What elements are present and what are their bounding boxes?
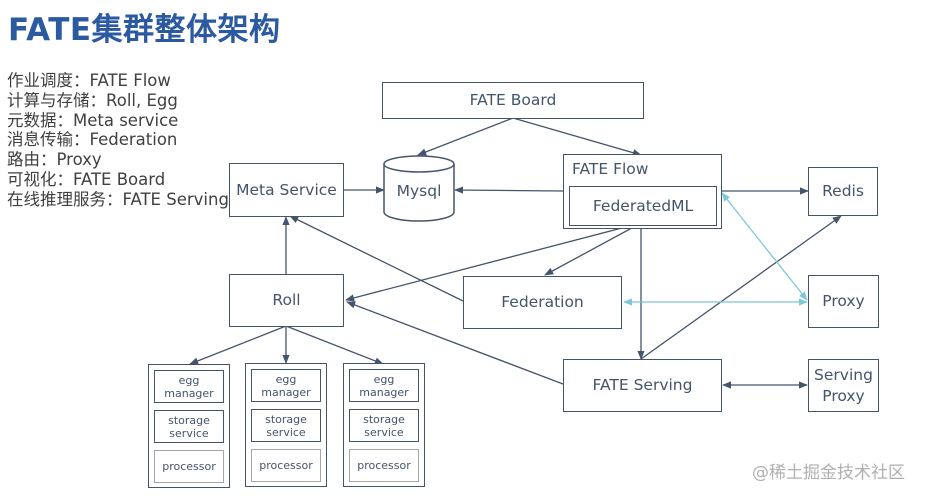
legend-item: 计算与存储：Roll, Egg — [7, 90, 178, 110]
legend-item: 元数据：Meta service — [7, 110, 179, 130]
node-redis[interactable]: Redis — [808, 167, 878, 216]
legend: 作业调度：FATE Flow 计算与存储：Roll, Egg 元数据：Meta … — [7, 71, 229, 210]
node-label: Proxy — [822, 292, 865, 310]
edge-flow-mysql — [454, 186, 564, 194]
edge-roll-egg3 — [285, 325, 384, 365]
node-label: FederatedML — [592, 196, 694, 215]
edge-fml-roll — [345, 222, 642, 302]
node-fate-flow[interactable]: FATE Flow FederatedML — [563, 154, 722, 229]
legend-item: 可视化：FATE Board — [7, 169, 166, 189]
edge-proxy-fml — [721, 192, 808, 301]
node-mysql[interactable]: Mysql — [382, 154, 456, 224]
egg-manager: egg manager — [349, 369, 419, 402]
node-federation[interactable]: Federation — [463, 276, 622, 329]
storage-service: storage service — [154, 410, 224, 443]
node-meta-service[interactable]: Meta Service — [229, 163, 344, 217]
edge-serving-roll — [346, 301, 564, 385]
node-serving-proxy[interactable]: Serving Proxy — [808, 359, 879, 412]
node-label: Serving Proxy — [814, 365, 873, 405]
node-label: FATE Board — [469, 91, 557, 109]
database-icon — [383, 155, 455, 222]
legend-item: 消息传输：Federation — [7, 130, 178, 150]
egg-manager: egg manager — [154, 370, 224, 403]
page-title: FATE集群整体架构 — [8, 12, 281, 48]
node-label: Federation — [501, 293, 584, 311]
node-label: FATE Serving — [592, 376, 693, 394]
node-federated-ml[interactable]: FederatedML — [569, 186, 717, 226]
node-label: Roll — [272, 291, 301, 309]
processor: processor — [251, 449, 321, 482]
processor: processor — [349, 449, 419, 482]
node-egg-1[interactable]: egg manager storage service processor — [148, 364, 230, 488]
node-egg-2[interactable]: egg manager storage service processor — [245, 363, 327, 487]
node-fate-serving[interactable]: FATE Serving — [563, 359, 722, 412]
edge-fml-federation — [544, 222, 642, 276]
egg-manager: egg manager — [251, 369, 321, 402]
storage-service: storage service — [349, 409, 419, 442]
legend-item: 作业调度：FATE Flow — [7, 71, 171, 90]
legend-item: 在线推理服务：FATE Serving — [7, 189, 229, 209]
processor: processor — [154, 450, 224, 483]
node-label: Meta Service — [236, 180, 337, 199]
node-label: Mysql — [396, 182, 442, 200]
node-egg-3[interactable]: egg manager storage service processor — [343, 363, 425, 487]
edge-roll-egg1 — [189, 325, 287, 365]
storage-service: storage service — [251, 409, 321, 442]
legend-item: 路由：Proxy — [7, 150, 102, 170]
edge-board-flow — [512, 117, 642, 157]
edge-federation-meta — [289, 215, 464, 302]
node-fate-board[interactable]: FATE Board — [382, 82, 644, 119]
node-proxy[interactable]: Proxy — [808, 275, 879, 328]
node-label: FATE Flow — [572, 160, 649, 178]
watermark: @稀土掘金技术社区 — [752, 463, 905, 483]
node-label: Redis — [822, 182, 864, 200]
node-roll[interactable]: Roll — [229, 274, 344, 327]
edge-board-mysql — [417, 117, 514, 156]
